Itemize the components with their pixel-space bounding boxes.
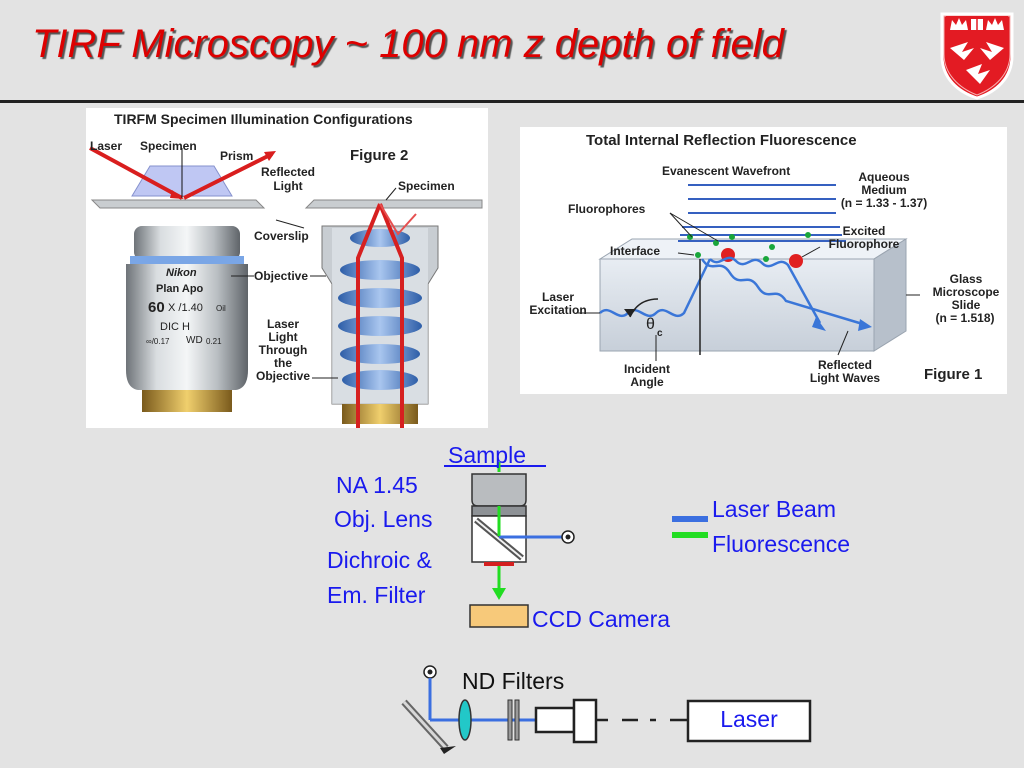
tirfm-configurations-drawing [89, 146, 483, 428]
label-excited-1: Excited [842, 224, 886, 238]
label-evanescent: Evanescent Wavefront [662, 164, 791, 178]
label-aqueous-2: Medium [861, 183, 907, 197]
label-glass-1: Glass [949, 272, 983, 286]
lens-line1: Plan Apo [156, 283, 204, 295]
label-obj-lens: Obj. Lens [334, 506, 433, 532]
label-reflected-waves-1: Reflected [817, 358, 873, 372]
label-interface: Interface [610, 244, 661, 258]
lens-spec: ∞/0.17 [146, 337, 170, 346]
label-laser-excitation-2: Excitation [529, 303, 587, 317]
label-laser-through-4: the [274, 356, 292, 370]
lens-wd: WD [186, 335, 203, 346]
label-reflected: Reflected [260, 165, 316, 179]
tirfm-configurations-figure: TIRFM Specimen Illumination Configuratio… [86, 108, 488, 428]
lens-dic: DIC H [160, 321, 190, 333]
label-laser-through-3: Through [258, 343, 308, 357]
university-crest-logo [940, 12, 1014, 100]
title-divider [0, 100, 1024, 103]
label-aqueous-1: Aqueous [858, 170, 910, 184]
label-laser: Laser [90, 139, 123, 153]
lens-brand: Nikon [166, 267, 197, 279]
label-fluorophores: Fluorophores [568, 202, 646, 216]
lens-na: X /1.40 [168, 302, 203, 314]
label-laser-through-2: Light [268, 330, 298, 344]
label-na: NA 1.45 [336, 472, 418, 498]
label-laser-through-1: Laser [266, 317, 300, 331]
legend-fluorescence: Fluorescence [712, 531, 851, 557]
label-glass-3: Slide [951, 298, 981, 312]
label-aqueous-3: (n = 1.33 - 1.37) [840, 196, 928, 210]
label-dichroic: Dichroic & [327, 547, 432, 573]
label-nd-filters: ND Filters [462, 668, 565, 694]
right-figure-heading: Total Internal Reflection Fluorescence [586, 132, 857, 149]
tirf-principle-drawing [576, 184, 920, 361]
label-laser-through-5: Objective [255, 369, 311, 383]
label-em-filter: Em. Filter [327, 582, 426, 608]
label-specimen-top: Specimen [140, 139, 197, 153]
legend-laser-beam: Laser Beam [712, 496, 837, 522]
label-reflected-waves-2: Light Waves [809, 371, 881, 385]
label-glass-2: Microscope [932, 285, 1000, 299]
label-laser: Laser [720, 706, 778, 732]
label-prism: Prism [220, 149, 254, 163]
left-figure-label: Figure 2 [350, 147, 409, 164]
label-specimen-right: Specimen [398, 179, 455, 193]
label-coverslip: Coverslip [254, 229, 309, 243]
lens-mag: 60 [148, 299, 165, 316]
label-light: Light [273, 179, 303, 193]
tirf-principle-figure: Total Internal Reflection Fluorescence F… [520, 127, 1007, 394]
label-theta-sub: c [657, 328, 663, 339]
lens-oil: Oil [216, 304, 226, 313]
label-ccd-camera: CCD Camera [532, 606, 671, 632]
lens-wd-value: 0.21 [206, 337, 222, 346]
label-objective: Objective [254, 269, 309, 283]
label-incident-2: Angle [630, 375, 664, 389]
label-laser-excitation-1: Laser [541, 290, 575, 304]
label-glass-4: (n = 1.518) [935, 311, 995, 325]
left-figure-heading: TIRFM Specimen Illumination Configuratio… [114, 111, 413, 127]
label-incident-1: Incident [623, 362, 670, 376]
label-sample: Sample [448, 442, 526, 468]
label-excited-2: Fluorophore [828, 237, 900, 251]
label-theta: θ [646, 316, 655, 333]
slide-title: TIRF Microscopy ~ 100 nm z depth of fiel… [32, 22, 784, 66]
right-figure-label: Figure 1 [924, 366, 983, 383]
